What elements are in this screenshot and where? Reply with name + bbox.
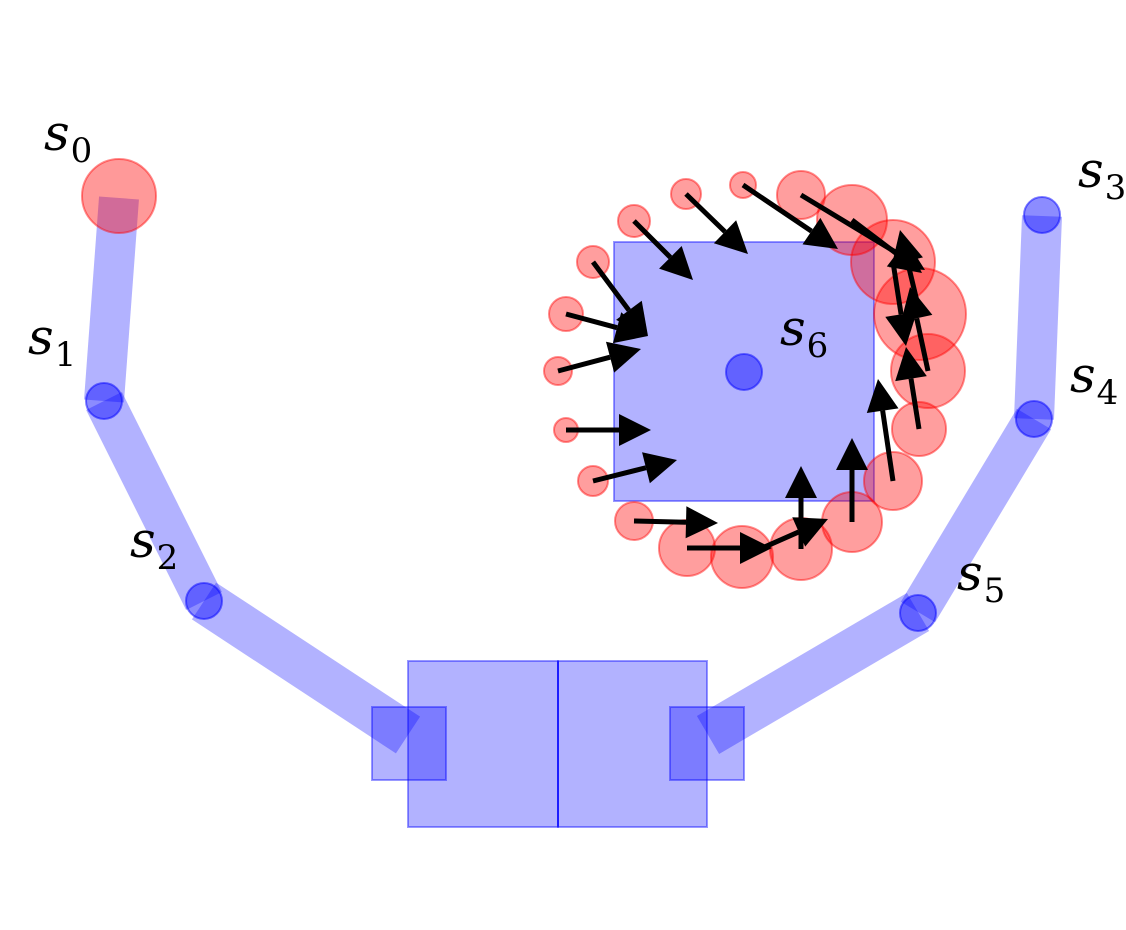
force-arrow-head [612, 312, 648, 344]
force-arrow-shaft [741, 182, 813, 234]
label-s2: s2 [130, 511, 179, 578]
force-arrow-head [616, 300, 648, 336]
right-shoulder-block [669, 706, 745, 781]
left-arm [81, 158, 447, 781]
right-link-base-to-s5 [696, 593, 930, 754]
joint-s1 [85, 382, 123, 420]
force-arrow-shaft [914, 317, 931, 372]
label-s1: s1 [28, 308, 77, 375]
force-arrow [590, 260, 648, 336]
state-s0-marker [81, 158, 157, 234]
force-arrow-head [866, 379, 899, 413]
force-arrow-head [885, 311, 917, 346]
left-link-base-to-s2 [191, 582, 421, 754]
right-link-s5-to-s4 [900, 408, 1052, 623]
force-arrow-shaft [740, 529, 800, 560]
joint-s2 [185, 582, 223, 620]
label-s0: s0 [44, 104, 93, 171]
force-arrow [885, 261, 917, 346]
force-arrow-shaft [590, 260, 631, 312]
force-arrow-head [785, 466, 817, 498]
force-arrow-shaft [565, 311, 618, 331]
joint-s4 [1015, 400, 1053, 438]
force-arrows [557, 182, 933, 564]
force-arrow [632, 219, 693, 280]
force-arrow-shaft [908, 378, 922, 430]
right-arm [669, 196, 1062, 781]
base-left-half [407, 660, 559, 828]
joint-s3 [1023, 196, 1061, 234]
object-s6-center [725, 353, 763, 391]
force-arrow-head [605, 341, 641, 373]
force-arrow-shaft [880, 410, 896, 482]
force-arrow-shaft [592, 465, 647, 484]
base-right-half [557, 660, 708, 828]
force-arrow [592, 452, 677, 484]
force-arrow [895, 347, 927, 430]
force-arrow [557, 341, 641, 374]
force-arrow-head [836, 438, 868, 470]
force-arrow-head [685, 506, 718, 539]
force-arrow [799, 192, 925, 270]
left-shoulder-block [371, 706, 447, 781]
force-arrow-head [889, 239, 925, 270]
force-arrow-shaft [890, 261, 904, 315]
force-arrow-head [619, 414, 651, 446]
force-arrow [566, 414, 651, 446]
force-arrow-shaft [632, 219, 673, 260]
force-arrow-shaft [557, 354, 611, 374]
force-arrow [633, 506, 718, 539]
right-link-s4-to-s3 [1014, 215, 1062, 420]
force-arrow [565, 311, 648, 344]
force-arrow-head [802, 217, 838, 249]
label-s6: s6 [780, 299, 829, 366]
force-arrow-shaft [633, 518, 687, 525]
label-s5: s5 [957, 544, 1006, 611]
left-link-s1-to-s0 [84, 196, 139, 403]
label-s3: s3 [1078, 141, 1126, 208]
force-arrow-head [659, 246, 693, 280]
force-arrow-head [895, 347, 927, 382]
joint-s5 [899, 594, 937, 632]
force-arrow [684, 192, 748, 254]
force-arrow-shaft [799, 192, 899, 256]
robot-base [407, 660, 708, 828]
force-arrow-shaft [684, 192, 727, 234]
force-arrow [836, 438, 868, 522]
left-link-s2-to-s1 [86, 392, 222, 610]
force-arrow [785, 466, 817, 549]
force-arrow-head [713, 220, 748, 254]
force-arrow-head [642, 452, 677, 484]
label-s4: s4 [1070, 346, 1119, 413]
force-arrow [866, 379, 899, 482]
force-arrow [741, 182, 838, 249]
